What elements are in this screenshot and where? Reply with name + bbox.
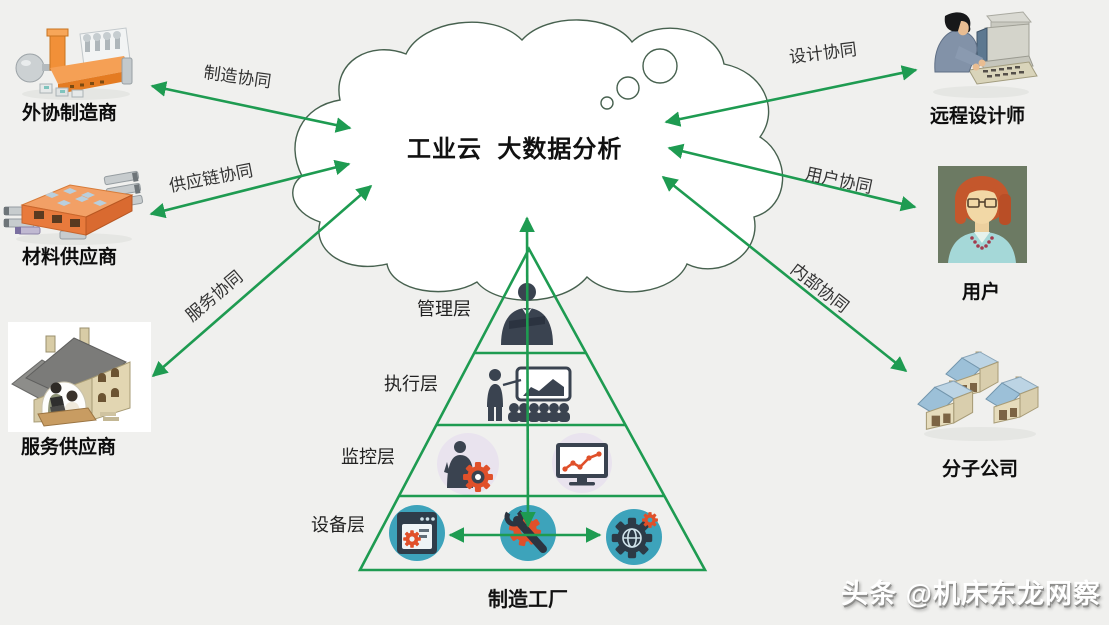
subsidiary-houses-icon — [917, 351, 1040, 441]
toutiao-watermark: 头条 @机床东龙网察 — [841, 579, 1101, 609]
arrow-internal — [661, 175, 908, 373]
arrow-cloud-factory — [519, 216, 536, 528]
label-subsidiary: 分子公司 — [942, 459, 1019, 480]
cloud-title: 工业云 大数据分析 — [407, 136, 623, 163]
label-service-provider: 服务供应商 — [21, 437, 117, 458]
house — [917, 380, 974, 430]
label-remote-designer: 远程设计师 — [930, 106, 1026, 127]
factory-icon — [15, 27, 133, 100]
label-device-layer: 设备层 — [311, 515, 365, 535]
label-management-layer: 管理层 — [417, 299, 471, 319]
house — [985, 376, 1040, 424]
arrow-design — [664, 65, 918, 127]
trend-monitor-icon — [556, 443, 608, 486]
operator-gear-icon — [444, 441, 493, 492]
connection-arrows — [149, 65, 918, 543]
label-manufacturing-factory: 制造工厂 — [488, 589, 568, 611]
arrow-service — [151, 184, 373, 378]
label-material-supplier: 材料供应商 — [22, 247, 118, 268]
label-monitoring-layer: 监控层 — [341, 447, 395, 467]
arrow-manufacturing — [150, 81, 352, 133]
label-user: 用户 — [962, 282, 1001, 303]
user-avatar-icon — [938, 166, 1027, 263]
remote-designer-icon — [933, 11, 1038, 98]
program-window-icon — [397, 512, 437, 554]
service-provider-icon — [8, 322, 151, 432]
material-supplier-icon — [3, 170, 144, 245]
label-execution-layer: 执行层 — [384, 374, 438, 394]
label-outsourced-manufacturer: 外协制造商 — [22, 103, 118, 124]
network-gear-icon — [611, 512, 658, 559]
